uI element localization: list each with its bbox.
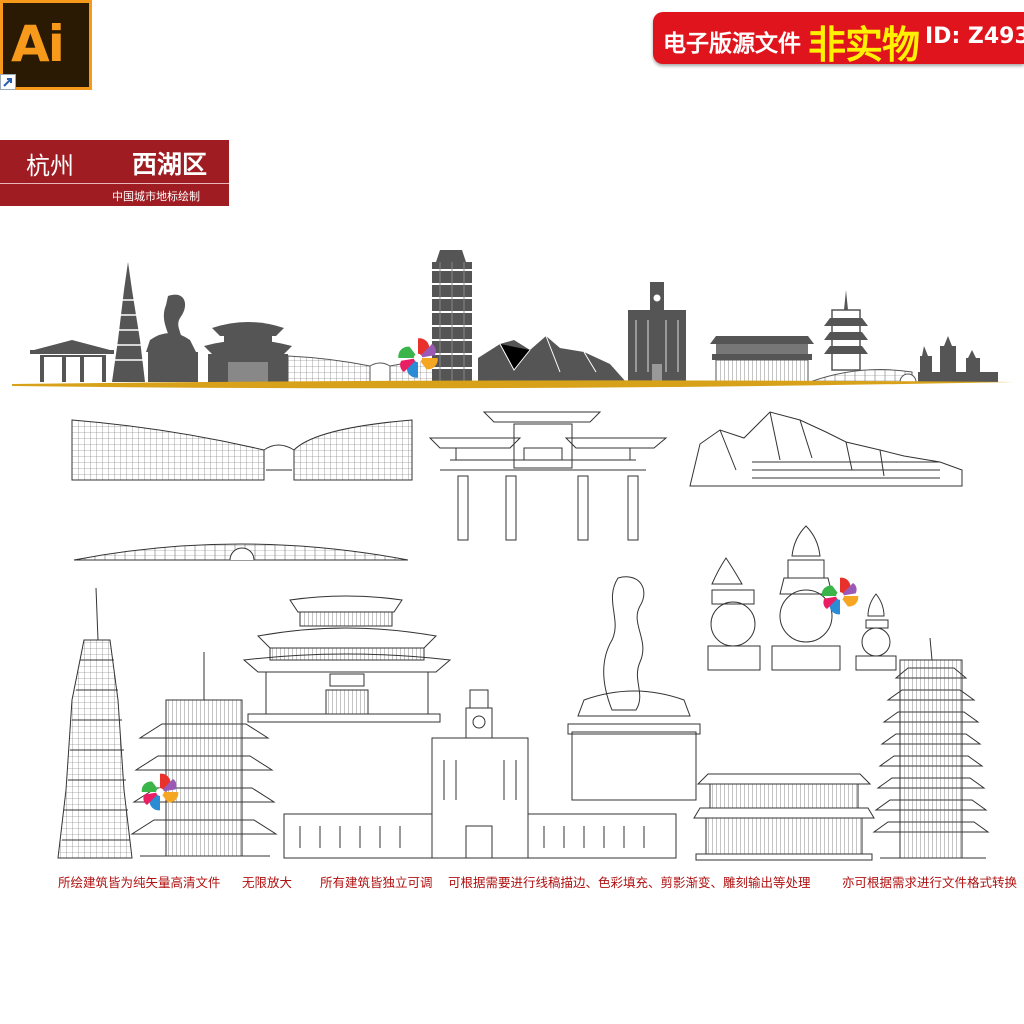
banner-digital-file: 电子版源文件 — [663, 31, 801, 57]
skyline-temple — [204, 322, 292, 382]
skyline-six-harmonies-pagoda — [824, 290, 868, 371]
three-stupas-outline — [707, 525, 897, 671]
skyline-ground-line — [12, 380, 1014, 389]
pinwheel-watermark-icon — [821, 577, 859, 615]
title-box: 杭州 西湖区 中国城市地标绘制 — [0, 140, 229, 206]
caption-format: 亦可根据需求进行文件格式转换 — [842, 875, 1018, 890]
title-subtitle: 中国城市地标绘制 — [112, 190, 200, 203]
title-divider — [0, 183, 229, 184]
caption-zoom: 无限放大 — [242, 875, 293, 890]
skyline-tall-pagoda — [426, 250, 478, 382]
banner-not-physical: 非实物 — [808, 23, 920, 67]
memorial-gate-outline — [428, 411, 668, 541]
six-harmonies-pagoda-outline — [872, 637, 990, 859]
skyline-statue — [146, 294, 198, 382]
line-art — [57, 411, 990, 861]
skyline-crystal-building — [478, 335, 626, 382]
skyline-bridge — [809, 369, 917, 383]
skyline-pagoda — [112, 262, 145, 382]
top-banner: 电子版源文件 非实物 ID: Z4933 — [653, 12, 1024, 67]
skyline-gate — [30, 340, 114, 382]
clock-building-outline — [283, 689, 677, 859]
skyline-clock-tower — [628, 282, 686, 382]
skyline — [12, 250, 1014, 389]
broken-bridge-outline — [73, 543, 409, 561]
shortcut-arrow-icon — [0, 74, 16, 90]
city-name: 杭州 — [26, 152, 74, 180]
temple-outline — [242, 595, 452, 723]
statue-outline — [567, 576, 701, 801]
caption-adjustable: 所有建筑皆独立可调 — [320, 875, 433, 890]
district-name: 西湖区 — [132, 150, 208, 179]
library-outline — [71, 419, 413, 481]
caption-vector: 所绘建筑皆为纯矢量高清文件 — [58, 875, 221, 890]
crystal-building-outline — [689, 411, 963, 487]
skyline-hall — [710, 336, 814, 383]
baochu-pagoda-outline — [57, 587, 133, 859]
leifeng-pagoda-outline — [130, 652, 278, 857]
banner-id: ID: Z4933 — [925, 24, 1024, 49]
hall-outline — [693, 773, 875, 861]
caption-processing: 可根据需要进行线稿描边、色彩填充、剪影渐变、雕刻输出等处理 — [448, 875, 811, 890]
skyline-stupas — [918, 336, 998, 382]
ai-logo-text: Ai — [11, 15, 65, 73]
